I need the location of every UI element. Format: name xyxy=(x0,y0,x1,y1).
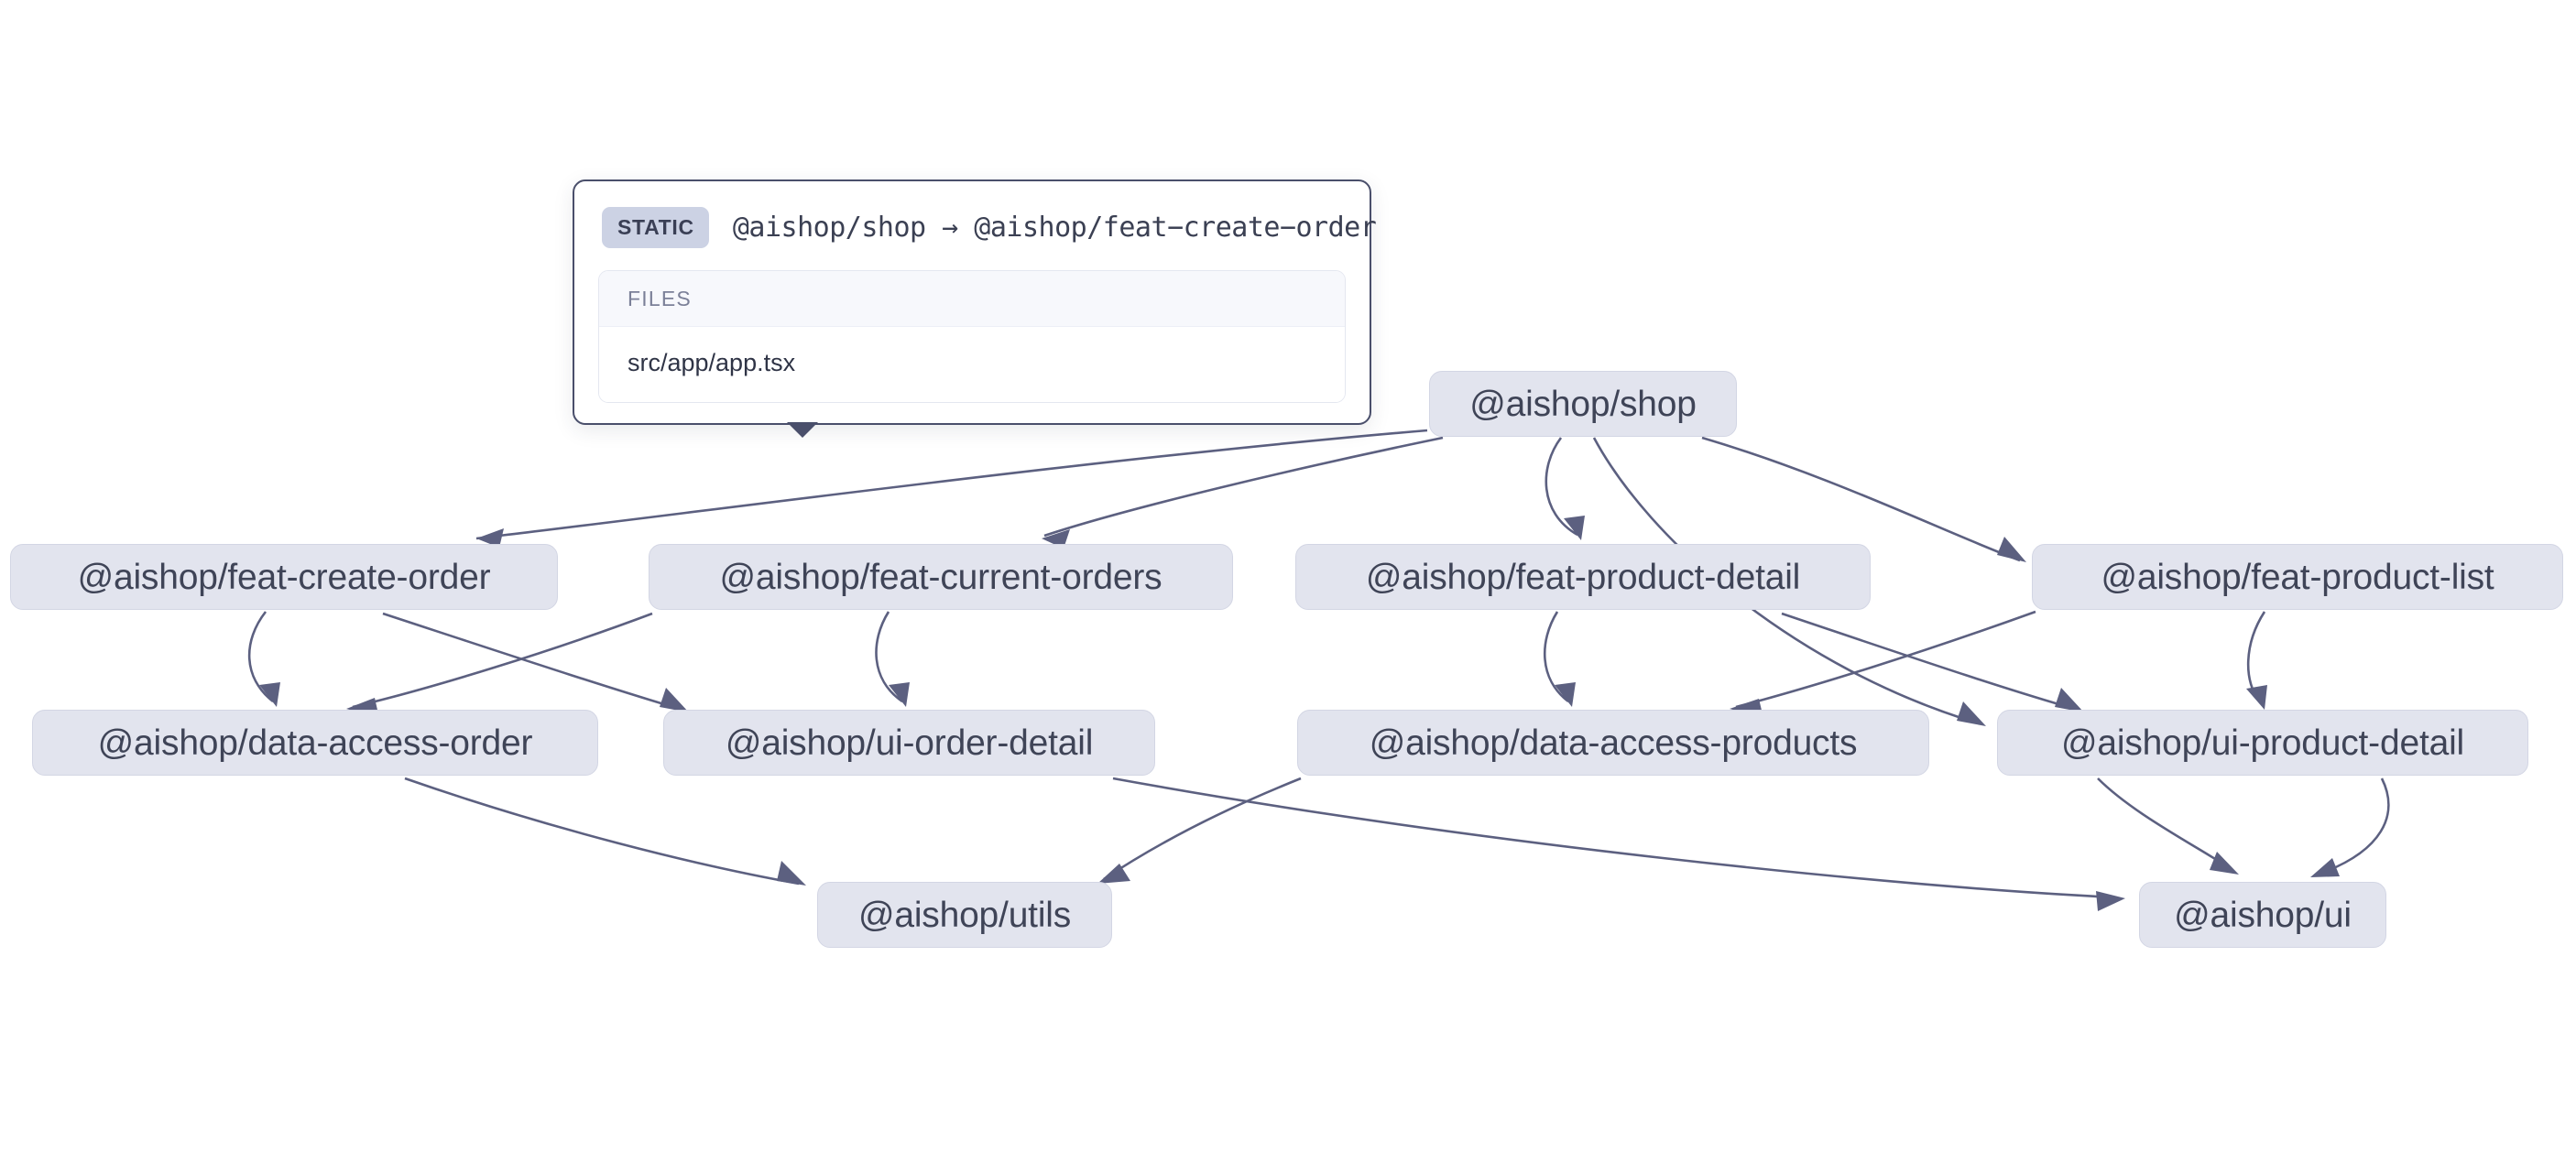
dependency-detail-card[interactable]: STATIC @aishop/shop → @aishop/feat−creat… xyxy=(573,179,1377,438)
graph-node-label: @aishop/feat-current-orders xyxy=(719,557,1162,597)
edge-shop-to-feat-create-order xyxy=(475,429,1428,548)
edge-feat-create-order-to-ui-order-detail xyxy=(382,612,689,712)
edge-feat-product-list-to-ui-product-detail xyxy=(2246,611,2267,710)
detail-card-pointer xyxy=(787,422,818,438)
graph-node-feat-product-detail[interactable]: @aishop/feat-product-detail xyxy=(1295,544,1871,610)
graph-node-label: @aishop/data-access-order xyxy=(97,723,533,763)
graph-node-ui-product-detail[interactable]: @aishop/ui-product-detail xyxy=(1997,710,2528,776)
edge-ui-product-detail-curve-to-ui xyxy=(2310,777,2390,877)
edge-data-access-order-to-utils xyxy=(404,777,806,886)
files-panel: FILES src/app/app.tsx xyxy=(598,270,1346,403)
graph-node-shop[interactable]: @aishop/shop xyxy=(1429,371,1737,437)
graph-node-label: @aishop/utils xyxy=(857,895,1072,935)
graph-node-feat-create-order[interactable]: @aishop/feat-create-order xyxy=(10,544,558,610)
edge-feat-product-list-to-data-access-products xyxy=(1730,610,2036,718)
edge-ui-order-detail-to-ui xyxy=(1112,777,2125,911)
edge-shop-to-feat-current-orders xyxy=(1042,436,1444,549)
edge-data-access-products-to-utils xyxy=(1097,777,1302,884)
edge-feat-product-detail-to-data-access-products xyxy=(1543,611,1576,707)
graph-node-label: @aishop/feat-create-order xyxy=(77,557,491,597)
graph-node-label: @aishop/data-access-products xyxy=(1369,723,1858,763)
graph-node-ui[interactable]: @aishop/ui xyxy=(2139,882,2386,948)
dependency-title: @aishop/shop → @aishop/feat−create−order xyxy=(732,212,1377,244)
graph-node-feat-product-list[interactable]: @aishop/feat-product-list xyxy=(2032,544,2563,610)
edge-feat-product-detail-to-ui-product-detail xyxy=(1781,612,2084,712)
graph-node-utils[interactable]: @aishop/utils xyxy=(817,882,1112,948)
graph-node-label: @aishop/ui-order-detail xyxy=(725,723,1094,763)
graph-node-label: @aishop/feat-product-detail xyxy=(1365,557,1801,597)
edge-shop-to-feat-product-detail xyxy=(1545,437,1585,540)
graph-node-ui-order-detail[interactable]: @aishop/ui-order-detail xyxy=(663,710,1155,776)
edge-feat-create-order-to-data-access-order xyxy=(247,611,280,707)
edge-feat-current-orders-to-data-access-order xyxy=(346,612,653,718)
graph-node-label: @aishop/shop xyxy=(1469,384,1697,424)
detail-card-header: STATIC @aishop/shop → @aishop/feat−creat… xyxy=(598,205,1377,248)
graph-node-data-access-order[interactable]: @aishop/data-access-order xyxy=(32,710,598,776)
edge-feat-current-orders-to-ui-order-detail xyxy=(875,611,910,707)
graph-node-feat-current-orders[interactable]: @aishop/feat-current-orders xyxy=(649,544,1233,610)
files-column-header: FILES xyxy=(599,271,1345,327)
graph-node-label: @aishop/ui xyxy=(2174,895,2352,935)
graph-node-label: @aishop/ui-product-detail xyxy=(2061,723,2464,763)
graph-node-label: @aishop/feat-product-list xyxy=(2101,557,2494,597)
edge-ui-product-detail-to-ui xyxy=(2097,777,2239,875)
file-list-item[interactable]: src/app/app.tsx xyxy=(599,327,1345,402)
static-badge: STATIC xyxy=(602,207,709,248)
graph-node-data-access-products[interactable]: @aishop/data-access-products xyxy=(1297,710,1929,776)
